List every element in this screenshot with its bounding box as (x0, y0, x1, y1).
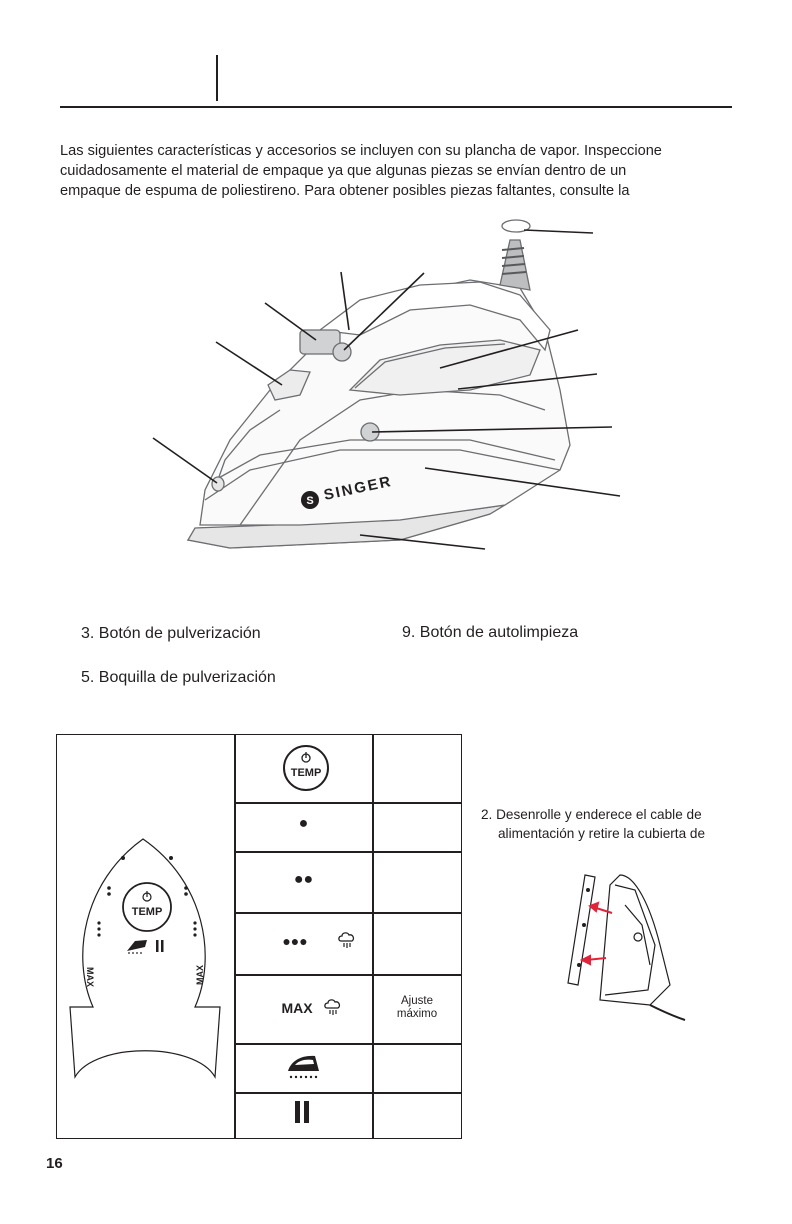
brand-badge-letter: S (306, 495, 313, 507)
table-row-divider (234, 974, 461, 976)
max-steam-cloud-icon (323, 997, 343, 1017)
dial-temp-label: TEMP (132, 906, 163, 918)
max-setting-description: Ajuste máximo (373, 995, 461, 1021)
table-row-divider (234, 851, 461, 853)
steam-iron-illustration: S SINGER (0, 200, 792, 570)
step-2-instructions: 2. Desenrolle y enderece el cable de ali… (481, 805, 771, 843)
table-row-divider (234, 1043, 461, 1045)
part-item-3: 3. Botón de pulverización (81, 625, 261, 643)
settings-table: TEMP MAX MAX TEMP ● ●● ●●● MAX Ajuste má… (56, 734, 462, 1139)
step-2-line-1: 2. Desenrolle y enderece el cable de (481, 805, 771, 824)
header-divider-vertical (216, 55, 218, 101)
header-divider-horizontal (60, 106, 732, 108)
two-dots-icon: ●● (235, 873, 372, 886)
max-desc-line-1: Ajuste (373, 995, 461, 1008)
dial-max-left: MAX (85, 967, 95, 987)
intro-line-1: Las siguientes características y accesor… (60, 141, 750, 161)
soleplate-cover-removal-diagram (560, 865, 690, 1030)
pause-icon (293, 1099, 313, 1125)
step-2-line-2: alimentación y retire la cubierta de (481, 824, 771, 843)
part-item-5: 5. Boquilla de pulverización (81, 669, 276, 687)
one-dot-icon: ● (235, 817, 372, 830)
dial-max-right: MAX (195, 965, 205, 985)
dial-pause-icon (156, 940, 159, 952)
row-temp-label: TEMP (291, 767, 322, 779)
table-row-divider (234, 1092, 461, 1094)
intro-line-2: cuidadosamente el material de empaque ya… (60, 161, 750, 181)
intro-paragraph: Las siguientes características y accesor… (60, 141, 750, 201)
part-item-9: 9. Botón de autolimpieza (402, 624, 578, 642)
table-row-divider (234, 802, 461, 804)
page-number: 16 (46, 1155, 63, 1172)
power-temp-icon: TEMP (281, 743, 331, 793)
table-row-divider (234, 912, 461, 914)
steam-cloud-icon (337, 930, 357, 950)
intro-line-3: empaque de espuma de poliestireno. Para … (60, 181, 750, 201)
table-col-divider-2 (372, 735, 374, 1138)
control-dial-diagram: TEMP MAX MAX (65, 827, 225, 1089)
steam-iron-icon (285, 1051, 325, 1083)
max-steam-label: MAX (267, 1002, 327, 1015)
max-desc-line-2: máximo (373, 1008, 461, 1021)
